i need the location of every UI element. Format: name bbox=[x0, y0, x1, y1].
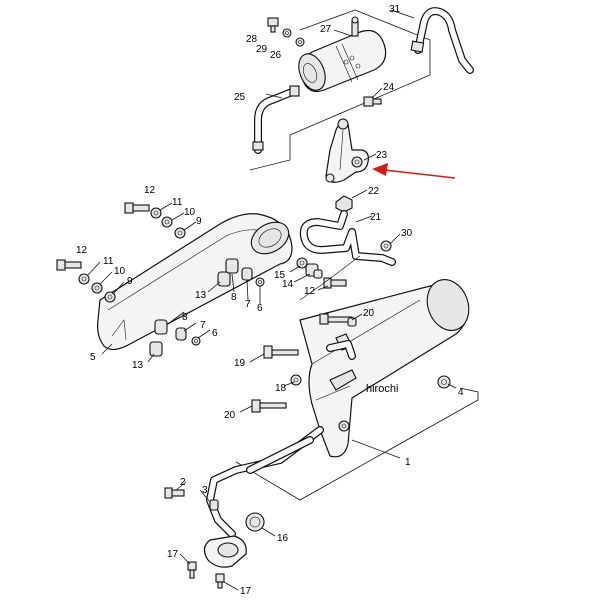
muffler-part-1 bbox=[206, 279, 470, 538]
callout-8-lower: 8 bbox=[182, 312, 188, 323]
washer-part-9-upper bbox=[174, 227, 186, 239]
washer-part-11-left bbox=[78, 273, 90, 285]
callout-30: 30 bbox=[401, 228, 413, 239]
callout-9-left: 9 bbox=[127, 276, 133, 287]
callout-3: 3 bbox=[202, 485, 208, 496]
clip-part-30 bbox=[380, 240, 392, 252]
pipe-part-21 bbox=[299, 210, 396, 266]
callout-12-upper: 12 bbox=[144, 185, 156, 196]
callout-13-upper: 13 bbox=[195, 290, 207, 301]
callout-20-lower: 20 bbox=[224, 410, 236, 421]
washer-part-18 bbox=[290, 374, 302, 386]
collar-part-8-lower bbox=[154, 319, 168, 335]
clamp-part-22 bbox=[335, 195, 353, 213]
callout-15: 15 bbox=[274, 270, 286, 281]
bolt-part-12-left bbox=[56, 259, 82, 271]
callout-6-lower: 6 bbox=[212, 328, 218, 339]
callout-11-upper: 11 bbox=[172, 197, 183, 208]
washer-part-15 bbox=[296, 257, 308, 269]
washer-part-11-upper bbox=[150, 207, 162, 219]
callout-19: 19 bbox=[234, 358, 246, 369]
washer-part-3 bbox=[209, 499, 219, 511]
callout-20-upper: 20 bbox=[363, 308, 375, 319]
callout-18: 18 bbox=[275, 383, 287, 394]
callout-16: 16 bbox=[277, 533, 289, 544]
collar-part-13-lower bbox=[149, 341, 163, 357]
callout-13-lower: 13 bbox=[132, 360, 144, 371]
callout-1: 1 bbox=[405, 457, 411, 468]
collar-part-13-upper bbox=[217, 271, 231, 287]
washer-part-10-upper bbox=[161, 216, 173, 228]
washer-part-6-lower bbox=[191, 336, 201, 346]
callout-25: 25 bbox=[234, 92, 246, 103]
callout-12-left: 12 bbox=[76, 245, 88, 256]
collar-part-7-lower bbox=[175, 327, 187, 341]
callout-9-upper: 9 bbox=[196, 216, 202, 227]
bolt-part-20-upper bbox=[319, 313, 357, 327]
muffler-assembly bbox=[164, 255, 479, 589]
collar-part-7-upper bbox=[241, 267, 253, 281]
collar-part-8-upper bbox=[225, 258, 239, 274]
gasket-part-16 bbox=[245, 512, 265, 532]
nut-part-4 bbox=[437, 375, 451, 389]
callout-29: 29 bbox=[256, 44, 268, 55]
washer-part-9-left bbox=[104, 291, 116, 303]
callout-21: 21 bbox=[370, 212, 382, 223]
bolt-part-19 bbox=[263, 345, 299, 359]
bolt-part-12-upper bbox=[124, 202, 150, 214]
protector-part-5 bbox=[97, 213, 293, 351]
washer-part-10-left bbox=[91, 282, 103, 294]
callout-17-right: 17 bbox=[240, 586, 252, 597]
callout-7-upper: 7 bbox=[245, 299, 251, 310]
valve-part-23 bbox=[325, 118, 369, 183]
hose-part-25 bbox=[252, 85, 300, 154]
nut-part-17-left bbox=[187, 561, 197, 579]
bolt-part-20-lower bbox=[251, 399, 287, 413]
callout-27: 27 bbox=[320, 24, 332, 35]
callout-31: 31 bbox=[389, 4, 401, 15]
callout-28: 28 bbox=[246, 34, 258, 45]
canister-assembly bbox=[249, 7, 474, 266]
callout-22: 22 bbox=[368, 186, 380, 197]
bolt-part-26 bbox=[295, 37, 305, 47]
watermark-text: hirochi bbox=[366, 383, 398, 395]
callout-11-left: 11 bbox=[103, 256, 114, 267]
callout-10-left: 10 bbox=[114, 266, 126, 277]
callout-12-middle: 12 bbox=[304, 286, 316, 297]
callout-2: 2 bbox=[180, 477, 186, 488]
callout-10-upper: 10 bbox=[184, 207, 196, 218]
washer-part-6-upper bbox=[255, 277, 265, 287]
callout-6-upper: 6 bbox=[257, 303, 263, 314]
pointer-arrow bbox=[372, 163, 456, 179]
protector-assembly bbox=[56, 202, 293, 357]
callout-26: 26 bbox=[270, 50, 282, 61]
callout-14: 14 bbox=[282, 279, 294, 290]
callout-7-lower: 7 bbox=[200, 320, 206, 331]
hose-part-31 bbox=[410, 7, 474, 74]
callout-24: 24 bbox=[383, 82, 395, 93]
bolt-part-2 bbox=[164, 487, 185, 499]
callout-8-upper: 8 bbox=[231, 292, 237, 303]
callout-numbers: 31 27 28 29 26 25 24 23 22 21 30 12 11 1… bbox=[76, 4, 464, 597]
leader-lines bbox=[87, 9, 457, 591]
callout-17-left: 17 bbox=[167, 549, 179, 560]
bolt-part-24 bbox=[363, 96, 382, 107]
nut-part-17-right bbox=[215, 573, 225, 589]
washer-part-29 bbox=[282, 28, 292, 38]
canister-part-27 bbox=[298, 16, 387, 93]
callout-4: 4 bbox=[458, 387, 464, 398]
callout-23: 23 bbox=[376, 150, 388, 161]
flange-exhaust bbox=[203, 535, 247, 568]
callout-5: 5 bbox=[90, 352, 96, 363]
collar-part-14 bbox=[305, 263, 323, 279]
bolt-part-28 bbox=[267, 17, 279, 33]
